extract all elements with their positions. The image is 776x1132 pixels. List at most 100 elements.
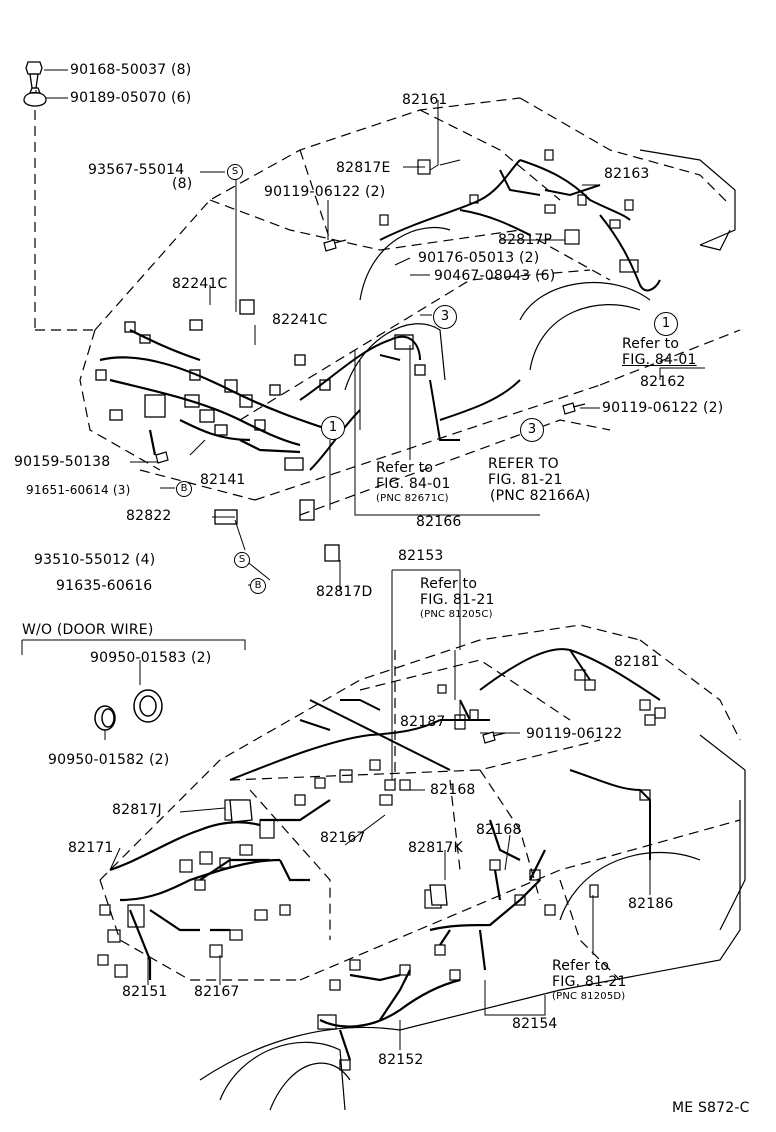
lower-car-body-sill [199, 800, 741, 1081]
clip-82817K-icon [429, 884, 448, 906]
clip-82817J-icon [229, 799, 253, 823]
lower-front-fender [219, 1041, 346, 1111]
part-82171-label: 82171 [68, 840, 114, 856]
ref-fig-81-21-a-line3: (PNC 82166A) [490, 488, 591, 504]
part-82161-label: 82161 [402, 92, 448, 108]
lower-car-rear [699, 734, 746, 931]
harness-connectors-top [95, 299, 426, 562]
lower-wheel-arch-front [269, 1062, 351, 1111]
part-91651-label: 91651-60614 (3) [26, 483, 131, 497]
part-82817D-label: 82817D [316, 584, 373, 600]
upper-rear-deck [699, 229, 731, 251]
upper-fender-inner [529, 303, 641, 371]
upper-wheel-arch [344, 323, 446, 391]
ref-fig-81-21-a-line1: REFER TO [488, 456, 559, 472]
part-82167-label-b: 82167 [194, 984, 240, 1000]
part-90159-label: 90159-50138 [14, 454, 111, 470]
ref-fig-84-01-b-line2: FIG. 84-01 [376, 476, 451, 492]
part-82163-label: 82163 [604, 166, 650, 182]
marker-1-icon-b: 1 [321, 416, 345, 440]
part-82181-label: 82181 [614, 654, 660, 670]
part-82817E-label: 82817E [336, 160, 391, 176]
part-82817J-label: 82817J [112, 802, 162, 818]
ref-fig-81-21-a-line2: FIG. 81-21 [488, 472, 563, 488]
grommet-large-icon [133, 689, 163, 723]
part-90119-label-c: 90119-06122 [526, 726, 623, 742]
figure-code: ME S872-C [672, 1100, 750, 1116]
marker-1-icon-a: 1 [654, 312, 678, 336]
part-82168-label-a: 82168 [430, 782, 476, 798]
part-82186-label: 82186 [628, 896, 674, 912]
harness-82163 [599, 214, 661, 292]
part-82817K-label: 82817K [408, 840, 463, 856]
harness-82181-connectors [437, 669, 666, 730]
marker-b-icon-a: B [176, 481, 192, 497]
bolt-icon-3 [562, 402, 586, 415]
without-door-wire-header: W/O (DOOR WIRE) [22, 622, 154, 638]
marker-s-icon-b: S [234, 552, 250, 568]
part-90467-label: 90467-08043 (6) [434, 268, 556, 284]
lower-car-body-outline [99, 624, 741, 981]
part-93567-qty: (8) [172, 176, 193, 192]
part-82162-label: 82162 [640, 374, 686, 390]
part-93567-label: 93567-55014 [88, 162, 185, 178]
part-82152-label: 82152 [378, 1052, 424, 1068]
bolt-icon-5 [482, 731, 506, 744]
part-82141-label: 82141 [200, 472, 246, 488]
harness-82153 [229, 699, 490, 781]
ref-fig-81-21-c-line2: FIG. 81-21 [552, 974, 627, 990]
bolt-icon-4 [155, 451, 169, 464]
part-82167-label-a: 82167 [320, 830, 366, 846]
part-90950-01583-label: 90950-01583 (2) [90, 650, 212, 666]
part-90119-label-b: 90119-06122 (2) [602, 400, 724, 416]
ref-fig-84-01-b-line3: (PNC 82671C) [376, 493, 449, 504]
part-82154-label: 82154 [512, 1016, 558, 1032]
harness-82141 [99, 329, 331, 456]
nut-washer-icon [23, 87, 47, 107]
marker-3-icon-a: 3 [433, 305, 457, 329]
ref-fig-81-21-b-line3: (PNC 81205C) [420, 609, 493, 620]
lower-rear-fender [559, 852, 701, 921]
harness-82171-connectors [97, 759, 381, 978]
harness-82152 [319, 929, 461, 1061]
part-91635-label: 91635-60616 [56, 578, 153, 594]
upper-fender [519, 281, 651, 321]
ref-fig-81-21-b-line1: Refer to [420, 576, 478, 592]
part-82153-label: 82153 [398, 548, 444, 564]
upper-rear-window [639, 149, 736, 246]
harness-82181 [459, 648, 661, 721]
part-93510-label: 93510-55012 (4) [34, 552, 156, 568]
ref-fig-81-21-b-line2: FIG. 81-21 [420, 592, 495, 608]
leader-lines-bottom [21, 569, 651, 1050]
ref-fig-84-01-a-line2: FIG. 84-01 [622, 352, 697, 368]
part-90119-label-a: 90119-06122 (2) [264, 184, 386, 200]
part-82241C-label-b: 82241C [272, 312, 328, 328]
harness-82186 [569, 769, 651, 860]
bolt-icon-2 [323, 239, 347, 252]
part-82241C-label-a: 82241C [172, 276, 228, 292]
harness-82161 [379, 159, 631, 241]
ref-fig-84-01-b-line1: Refer to [376, 460, 434, 476]
part-90950-01582-label: 90950-01582 (2) [48, 752, 170, 768]
part-90189-label: 90189-05070 (6) [70, 90, 192, 106]
part-82168-label-b: 82168 [476, 822, 522, 838]
ref-fig-81-21-c-line1: Refer to [552, 958, 610, 974]
part-82817P-label: 82817P [498, 232, 553, 248]
marker-b-icon-b: B [250, 578, 266, 594]
part-82187-label: 82187 [400, 714, 446, 730]
part-82151-label: 82151 [122, 984, 168, 1000]
marker-3-icon-b: 3 [520, 418, 544, 442]
harness-82154 [429, 819, 546, 971]
part-82166-label: 82166 [416, 514, 462, 530]
bolt-icon [25, 61, 43, 89]
upper-car-body-outline [34, 97, 741, 516]
part-82822-label: 82822 [126, 508, 172, 524]
harness-lower-connectors [317, 779, 651, 1071]
marker-s-icon: S [227, 164, 243, 180]
ref-fig-84-01-a-line1: Refer to [622, 336, 680, 352]
part-90176-label: 90176-05013 (2) [418, 250, 540, 266]
ref-fig-81-21-c-line3: (PNC 81205D) [552, 991, 626, 1002]
upper-arch-2 [359, 226, 451, 301]
grommet-small-icon [94, 705, 116, 731]
